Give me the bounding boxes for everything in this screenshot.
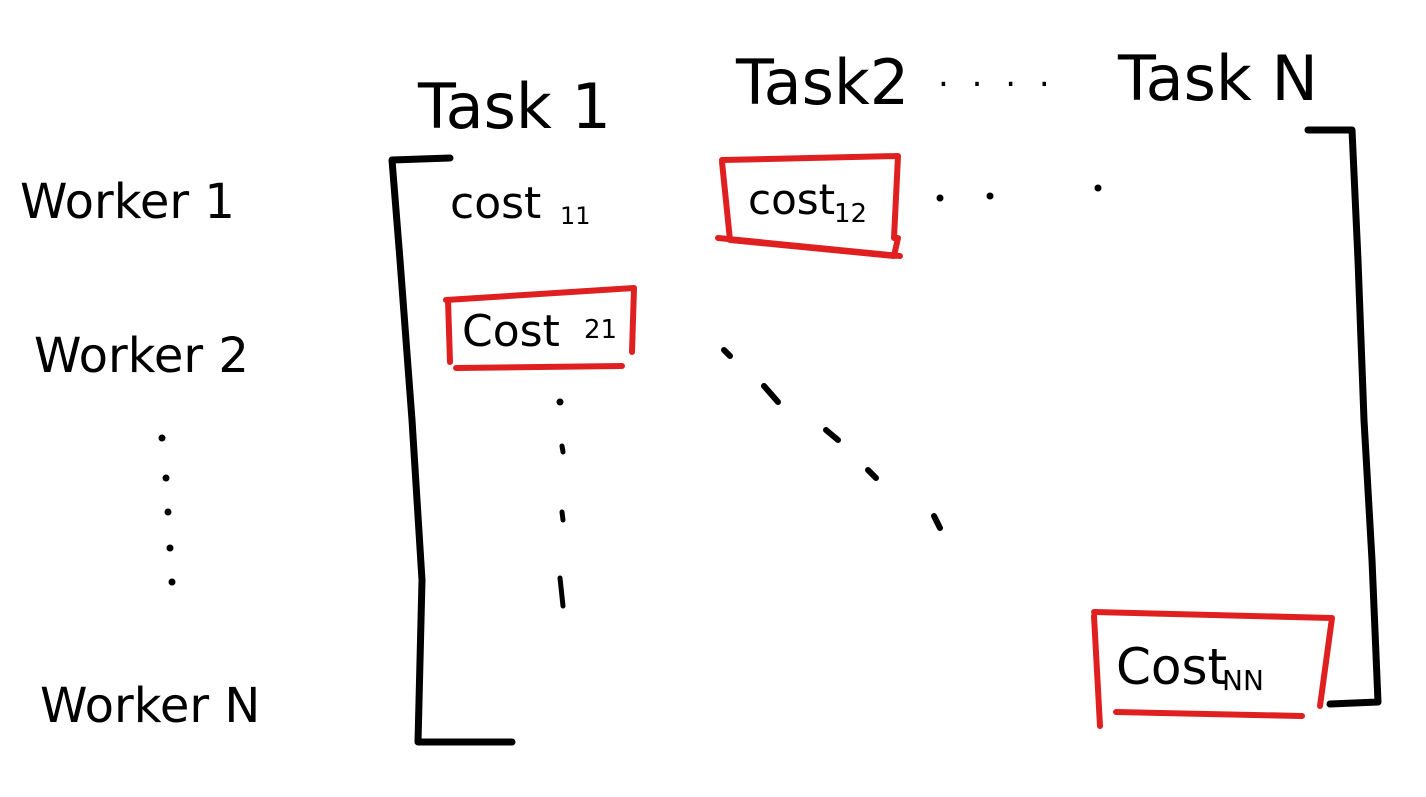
matrix-left-bracket [388,154,516,746]
row-1-horizontal-ellipsis [936,184,1102,202]
column-header-task-1: Task 1 [417,70,611,143]
row-label-worker-2: Worker 2 [34,328,249,384]
column-1-vertical-ellipsis [556,398,566,609]
cell-cost-21: Cost 21 [443,285,637,371]
cell-cost-21-base: Cost [462,306,560,357]
row-vertical-ellipsis [158,434,176,586]
cell-cost-11: cost 11 [450,178,591,230]
cell-cost-nn-subscript: NN [1222,664,1264,697]
column-header-task-2: Task2 [735,46,909,119]
matrix-right-bracket [1304,126,1382,708]
row-label-worker-1: Worker 1 [20,174,235,230]
cell-cost-12-base: cost [748,175,835,224]
column-header-ellipsis: . . . . [938,55,1056,95]
cell-cost-nn-base: Cost [1116,638,1227,696]
highlight-box-cost-nn [1091,609,1335,729]
column-header-task-n: Task N [1117,42,1318,115]
cell-cost-12: cost 12 [715,153,903,259]
cell-cost-21-subscript: 21 [584,315,617,345]
cell-cost-12-subscript: 12 [834,199,867,229]
highlight-box-cost-21 [443,285,637,371]
cell-cost-11-subscript: 11 [560,202,591,230]
diagonal-ellipsis [721,347,943,531]
highlight-box-cost-12 [715,153,903,259]
row-label-worker-n: Worker N [40,678,260,734]
cell-cost-11-base: cost [450,178,541,229]
cell-cost-nn: Cost NN [1091,609,1335,729]
